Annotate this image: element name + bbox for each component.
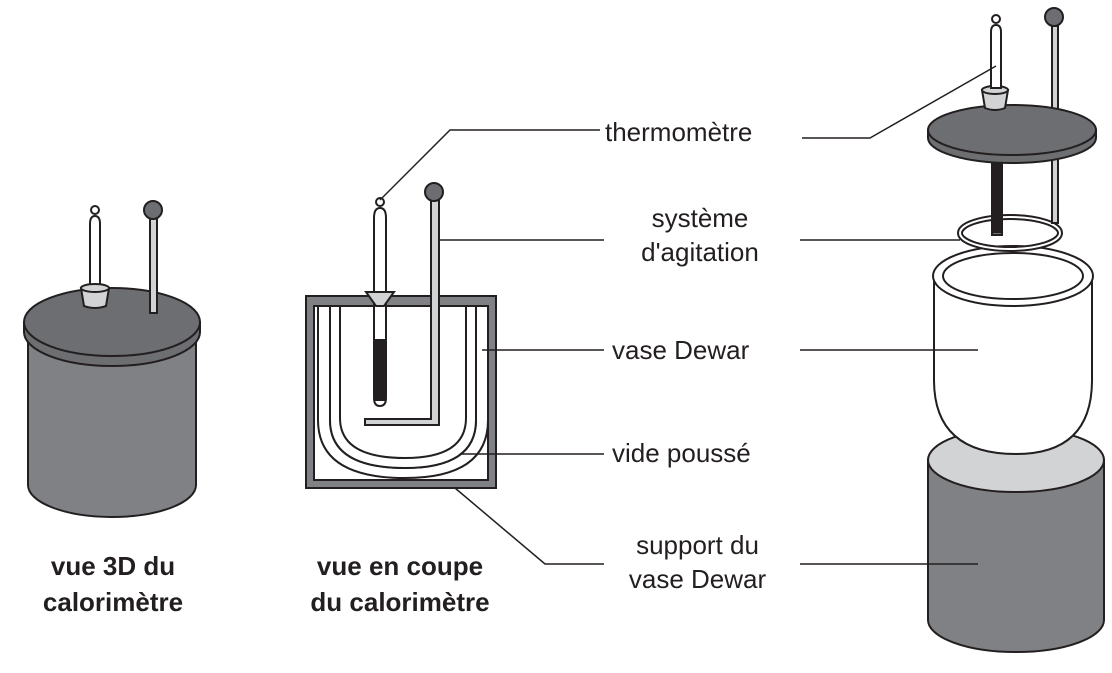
caption-3d-line1: vue 3D du bbox=[50, 551, 176, 581]
section-stirrer-knob bbox=[424, 182, 444, 202]
stopper-top bbox=[80, 283, 110, 293]
leader-thermometre-right bbox=[802, 65, 997, 139]
calorimeter-3d-view bbox=[23, 200, 201, 518]
section-thermometer-top bbox=[375, 197, 385, 207]
thermometer bbox=[89, 214, 101, 287]
exploded-lid bbox=[927, 104, 1097, 156]
stirrer-ring-inner bbox=[959, 216, 1061, 250]
leader-support-left bbox=[454, 487, 604, 565]
label-support: support du bbox=[636, 530, 759, 560]
label-support-vase-dewar: vase Dewar bbox=[628, 564, 767, 594]
dewar-support bbox=[927, 459, 1105, 653]
label-agitation: d'agitation bbox=[641, 237, 759, 267]
exploded-thermometer-top bbox=[991, 14, 1001, 24]
calorimeter-body bbox=[27, 329, 197, 518]
stirrer-knob bbox=[143, 200, 163, 220]
leader-lines bbox=[379, 65, 997, 565]
label-vide-pousse: vide poussé bbox=[612, 438, 751, 468]
stopper bbox=[79, 287, 111, 309]
stirrer-rod bbox=[149, 217, 158, 314]
caption-section-line1: vue en coupe bbox=[316, 551, 484, 581]
label-support-vase: support du vase Dewar bbox=[605, 530, 790, 594]
label-systeme: système bbox=[651, 203, 749, 233]
label-thermometre: thermomètre bbox=[605, 117, 753, 147]
leader-thermometre-left bbox=[379, 129, 600, 201]
caption-3d-line2: calorimètre bbox=[42, 587, 184, 617]
label-vase-dewar: vase Dewar bbox=[612, 335, 750, 365]
caption-3d-view: vue 3D du calorimètre bbox=[18, 548, 208, 620]
dewar-vessel bbox=[933, 277, 1093, 456]
caption-section-line2: du calorimètre bbox=[310, 587, 490, 617]
section-stopper bbox=[364, 291, 396, 307]
label-systeme-agitation: système d'agitation bbox=[605, 203, 795, 267]
exploded-stirrer-knob bbox=[1044, 7, 1064, 27]
calorimeter-exploded-view bbox=[927, 7, 1105, 653]
dewar-rim-inner bbox=[942, 252, 1084, 300]
thermometer-top bbox=[90, 205, 100, 215]
calorimeter-section-view bbox=[305, 182, 497, 489]
exploded-stopper bbox=[980, 89, 1010, 111]
exploded-thermometer-mercury bbox=[993, 159, 1001, 233]
thermometer-mercury bbox=[375, 339, 385, 401]
caption-section-view: vue en coupe du calorimètre bbox=[285, 548, 515, 620]
dewar-inner-wall bbox=[329, 305, 477, 470]
calorimeter-lid bbox=[23, 287, 201, 357]
exploded-thermometer-upper bbox=[990, 23, 1002, 89]
